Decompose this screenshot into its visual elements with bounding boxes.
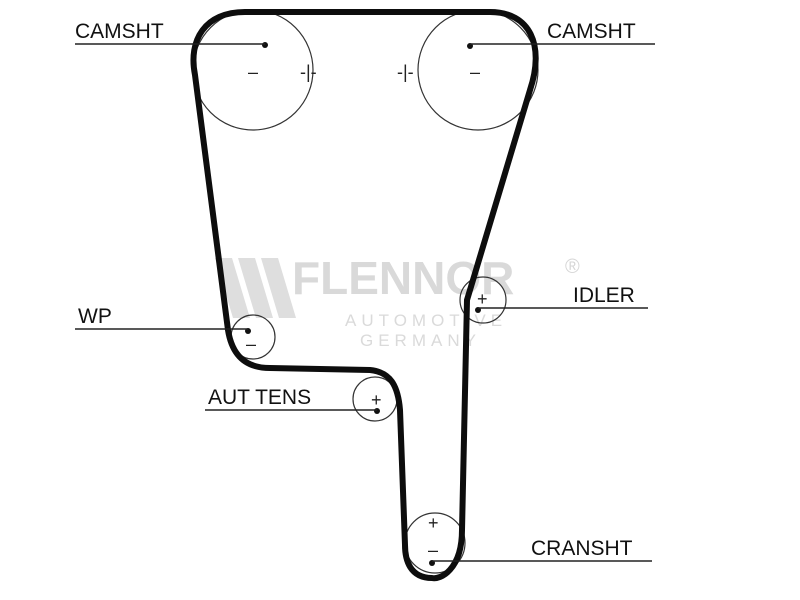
watermark-line2: GERMANY	[360, 331, 481, 350]
water-pump-label: WP	[78, 305, 112, 328]
watermark-registered: ®	[565, 256, 580, 278]
idler-pulley	[459, 276, 507, 324]
watermark-line1: AUTOMOTIVE	[345, 311, 507, 330]
camshaft-right-label: CAMSHT	[547, 20, 636, 43]
camshaft-left-gap-mark: -|-	[300, 62, 317, 82]
auto-tensioner-plus-mark: +	[371, 390, 382, 410]
camshaft-right-gap-mark: -|-	[397, 62, 414, 82]
idler-plus-mark: +	[477, 289, 488, 309]
crankshaft-plus-mark: +	[428, 513, 439, 533]
crankshaft-minus-mark: –	[428, 540, 438, 560]
crankshaft-label: CRANSHT	[531, 537, 633, 560]
timing-belt	[190, 9, 539, 582]
auto-tensioner-label: AUT TENS	[208, 386, 311, 409]
camshaft-left-minus-mark: –	[248, 62, 258, 82]
camshaft-right-minus-mark: –	[470, 62, 480, 82]
camshaft-left-label: CAMSHT	[75, 20, 164, 43]
alignment-marks: – -|- -|- – – + + + –	[246, 62, 488, 560]
idler-label: IDLER	[573, 284, 635, 307]
watermark-logo: FLENNOR ® AUTOMOTIVE GERMANY	[215, 252, 580, 350]
leader-lines	[75, 43, 655, 562]
watermark-stripes-icon	[215, 258, 296, 318]
camshaft-left-center-dot	[262, 42, 268, 48]
water-pump-minus-mark: –	[246, 334, 256, 354]
labels: CAMSHT CAMSHT WP IDLER AUT TENS CRANSHT	[75, 20, 636, 560]
